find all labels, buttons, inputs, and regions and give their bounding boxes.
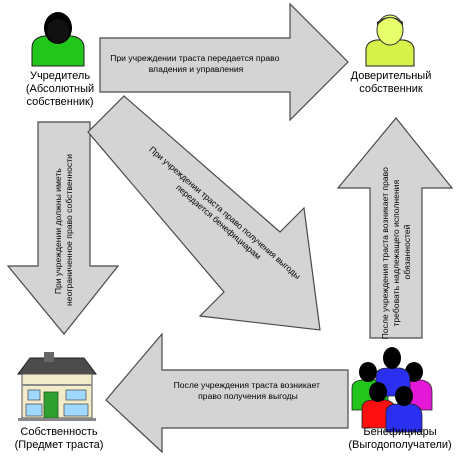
founder-label: Учредитель (Абсолютный собственник) (8, 70, 112, 109)
arrow-founder-to-trustee: При учреждении траста передается право в… (99, 2, 349, 122)
property-label-line2: (Предмет траста) (14, 439, 104, 451)
arrow-founder-to-property: При учреждении должны иметь неограниченн… (6, 121, 120, 335)
trustee-label-line2: собственник (359, 83, 423, 95)
arrow-beneficiaries-to-trustee-line3: обязанностей (402, 224, 412, 279)
trustee-label-line1: Доверительный (350, 70, 432, 82)
property-label-line1: Собственность (20, 426, 98, 438)
trustee-label: Доверительный собственник (336, 70, 446, 96)
svg-text:При учреждении должны иметь: При учреждении должны иметь неограниченн… (53, 154, 74, 306)
beneficiaries-label-line1: Бенефициары (363, 426, 437, 438)
svg-text:При учреждении траста передает: При учреждении траста передается право в… (110, 53, 282, 74)
arrow-founder-to-trustee-line1: При учреждении траста передается право (110, 53, 279, 63)
founder-person-icon (31, 12, 85, 67)
founder-label-line3: собственник) (26, 96, 94, 108)
svg-text:После учреждения траста возник: После учреждения траста возникает право … (380, 165, 412, 340)
arrow-founder-to-beneficiaries: При учреждении траста право получения вы… (87, 95, 321, 331)
svg-text:После учреждения траста возник: После учреждения траста возникает право … (174, 380, 323, 401)
arrow-founder-to-trustee-line2: владения и управления (149, 64, 244, 74)
arrow-beneficiaries-to-trustee: После учреждения траста возникает право … (336, 117, 454, 340)
beneficiaries-label: Бенефициары (Выгодополучатели) (338, 426, 462, 452)
arrow-founder-to-property-line2: неограниченное право собственности (64, 154, 74, 306)
property-label: Собственность (Предмет траста) (4, 426, 114, 452)
arrow-beneficiaries-to-trustee-line1: После учреждения траста возникает право (380, 167, 390, 339)
arrow-founder-to-property-line1: При учреждении должны иметь (53, 168, 63, 294)
arrow-beneficiaries-to-trustee-line2: требовать надлежащего исполнения (391, 180, 401, 327)
arrow-beneficiaries-to-property-line2: право получения выгоды (198, 391, 298, 401)
founder-label-line1: Учредитель (29, 70, 91, 82)
arrow-beneficiaries-to-property: После учреждения траста возникает право … (105, 332, 349, 454)
house-icon (17, 352, 97, 421)
beneficiaries-group-icon (351, 347, 433, 433)
beneficiaries-label-line2: (Выгодополучатели) (348, 439, 452, 451)
arrow-beneficiaries-to-property-line1: После учреждения траста возникает (174, 380, 320, 390)
founder-label-line2: (Абсолютный (25, 83, 95, 95)
trustee-person-icon (365, 14, 415, 67)
